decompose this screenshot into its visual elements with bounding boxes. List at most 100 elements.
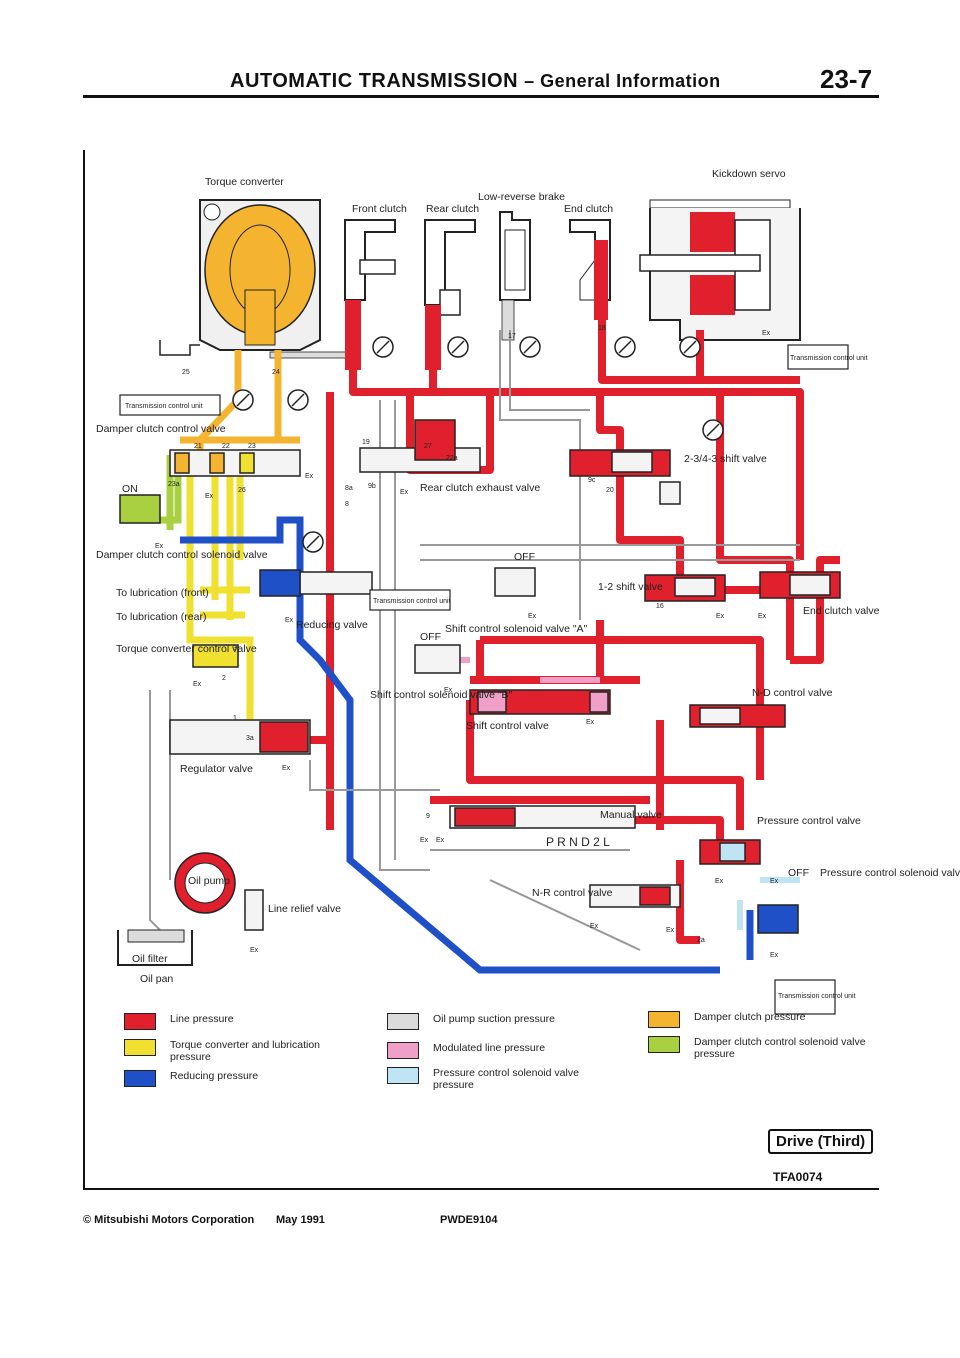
port-8a: 8a [345,485,353,492]
legend-swatch [387,1013,419,1030]
label-tcu-pressure: Transmission control unit [778,993,856,1000]
port-18: 18 [598,325,606,332]
label-damper-clutch-control-valve: Damper clutch control valve [96,423,226,435]
label-pressure-control-valve: Pressure control valve [757,815,861,827]
label-regulator-valve: Regulator valve [180,763,253,775]
port-22: 22 [222,443,230,450]
port-20: 20 [606,487,614,494]
oil-pump [174,852,236,914]
reducing-valve [259,569,301,597]
label-off-a: OFF [514,551,535,563]
label-ex-mv2: Ex [436,837,445,844]
legend-torque-converter: Torque converter and lubrication pressur… [124,1039,354,1063]
header-rule [83,95,879,98]
legend-line-pressure: Line pressure [124,1013,354,1030]
label-pressure-control-solenoid: Pressure control solenoid valve [820,867,960,879]
footer-date: May 1991 [276,1214,325,1226]
port-3: 3 [233,645,237,652]
port-22a: 22a [446,455,458,462]
label-end-clutch-valve: End clutch valve [803,605,880,617]
title-sub: – General Information [524,71,721,91]
rear-clutch [424,219,476,370]
legend-label: Damper clutch pressure [694,1011,806,1023]
label-ex-dc2: Ex [205,493,214,500]
label-front-clutch: Front clutch [352,203,407,215]
label-ex-nr2: Ex [666,927,675,934]
line-relief-valve [244,889,264,931]
label-end-clutch: End clutch [564,203,613,215]
label-ex-dcs: Ex [155,543,164,550]
pressure-control-solenoid [757,904,799,934]
left-rule [83,150,85,1190]
label-tcu-damper: Transmission control unit [125,403,203,410]
legend-swatch [387,1042,419,1059]
legend-swatch [124,1039,156,1056]
label-ex-dc: Ex [305,473,314,480]
label-shift-control-solenoid-b: Shift control solenoid valve "B" [370,689,513,701]
legend-damper-clutch: Damper clutch pressure [648,1011,878,1028]
port-23: 23 [248,443,256,450]
legend-swatch [648,1036,680,1053]
label-ex-mv1: Ex [420,837,429,844]
shift-control-solenoid-a [494,567,536,597]
label-ex-sc: Ex [586,719,595,726]
label-nr-control-valve: N-R control valve [532,887,613,899]
label-shift-valve-234-3: 2-3/4-3 shift valve [684,453,767,465]
legend-swatch [387,1067,419,1084]
port-17: 17 [508,333,516,340]
port-2: 2 [222,675,226,682]
label-ex-reg: Ex [282,765,291,772]
legend-label: Torque converter and lubrication pressur… [170,1039,321,1063]
legend-label: Modulated line pressure [433,1042,546,1054]
label-ex-sb: Ex [444,687,453,694]
label-shift-control-solenoid-a: Shift control solenoid valve "A" [445,623,588,635]
label-damper-clutch-control-solenoid: Damper clutch control solenoid valve [96,549,268,561]
label-torque-converter-control-valve: Torque converter control valve [116,643,257,655]
label-on: ON [122,483,138,495]
bottom-rule [83,1188,879,1190]
label-reducing-valve: Reducing valve [296,619,368,631]
tcu-boxes [119,344,849,1015]
label-prnd2l: P R N D 2 L [546,835,610,849]
orifice-symbols [232,336,724,553]
label-oil-filter: Oil filter [132,953,168,965]
legend-damper-solenoid: Damper clutch control solenoid valve pre… [648,1036,878,1060]
label-torque-converter: Torque converter [205,176,284,188]
page-title: AUTOMATIC TRANSMISSION – General Informa… [230,70,721,93]
port-16: 16 [656,603,664,610]
label-off-pcs: OFF [788,867,809,879]
tcu-box-damper [119,394,221,416]
torque-converter-pressure-lines [186,470,254,720]
page-number: 23-7 [820,64,873,94]
torque-converter [159,199,361,359]
port-2a: 2a [697,937,705,944]
shift-control-solenoid-b [414,644,461,674]
oil-pan [117,929,193,966]
label-ex-red: Ex [285,617,294,624]
legend-label: Pressure control solenoid valve pressure [433,1067,579,1091]
label-ex-ec: Ex [758,613,767,620]
pcs-pressure-lines [737,877,800,930]
label-ex-sa: Ex [528,613,537,620]
label-oil-pan: Oil pan [140,973,173,985]
legend-label: Line pressure [170,1013,234,1025]
label-ex-rce: Ex [400,489,409,496]
port-8: 8 [345,501,349,508]
legend-label: Reducing pressure [170,1070,259,1082]
port-25: 25 [182,369,190,376]
mode-label: Drive (Third) [768,1129,874,1154]
legend-swatch [124,1070,156,1087]
label-kickdown-servo: Kickdown servo [712,168,786,180]
label-lubrication-rear: To lubrication (rear) [116,611,206,623]
suction-lines [149,330,800,951]
modulated-pressure-lines [460,657,600,683]
label-off-b: OFF [420,631,441,643]
port-23a: 23a [168,481,180,488]
torque-converter-control-valve [192,644,239,668]
port-1: 1 [233,715,237,722]
legend-label: Damper clutch control solenoid valve pre… [694,1036,866,1060]
port-9b: 9b [368,483,376,490]
label-rear-clutch-exhaust-valve: Rear clutch exhaust valve [420,482,540,494]
kickdown-servo [639,199,801,341]
